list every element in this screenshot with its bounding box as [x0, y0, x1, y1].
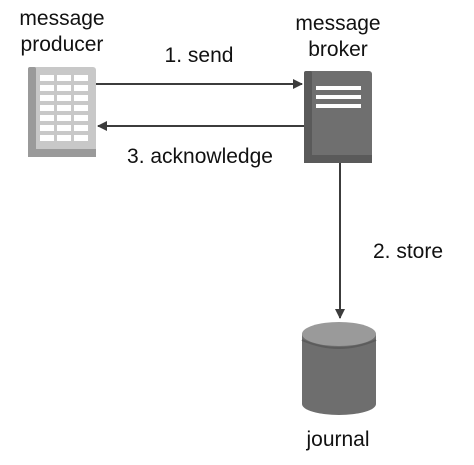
broker-body: [304, 71, 372, 163]
producer-label-line2: producer: [21, 33, 104, 56]
store-label: 2. store: [373, 240, 443, 263]
producer-cell: [40, 95, 54, 101]
producer-cell: [40, 115, 54, 121]
producer-cell: [57, 115, 71, 121]
broker-text-line: [316, 95, 361, 99]
journal-rim: [301, 339, 377, 349]
producer-cell: [57, 105, 71, 111]
broker-label-line2: broker: [308, 38, 368, 61]
producer-cell: [57, 85, 71, 91]
broker-text-line: [316, 86, 361, 90]
acknowledge-label: 3. acknowledge: [127, 145, 273, 168]
producer-cell: [57, 125, 71, 131]
producer-cell: [40, 105, 54, 111]
broker-side-stripe: [304, 71, 312, 163]
producer-cell: [74, 115, 88, 121]
producer-cell: [74, 95, 88, 101]
producer-cell: [57, 75, 71, 81]
producer-cell: [40, 75, 54, 81]
producer-cell: [74, 105, 88, 111]
broker-text-line: [316, 104, 361, 108]
producer-base: [28, 149, 96, 157]
producer-cell: [40, 85, 54, 91]
producer-cell: [40, 135, 54, 141]
journal-bottom: [302, 393, 376, 415]
producer-label-line1: message: [19, 7, 104, 30]
producer-cell: [74, 125, 88, 131]
producer-cell: [40, 125, 54, 131]
producer-side-stripe: [28, 67, 36, 157]
journal-top: [302, 322, 376, 346]
broker-base: [304, 155, 372, 163]
producer-cell: [74, 85, 88, 91]
producer-cell: [74, 135, 88, 141]
producer-cell: [57, 135, 71, 141]
send-label: 1. send: [165, 44, 234, 67]
journal-label: journal: [305, 428, 369, 451]
producer-cell: [74, 75, 88, 81]
broker-label-line1: message: [295, 12, 380, 35]
producer-cell: [57, 95, 71, 101]
server-rack-icon: [28, 67, 96, 157]
database-cylinder-icon: [301, 322, 377, 415]
server-document-icon: [304, 71, 372, 163]
